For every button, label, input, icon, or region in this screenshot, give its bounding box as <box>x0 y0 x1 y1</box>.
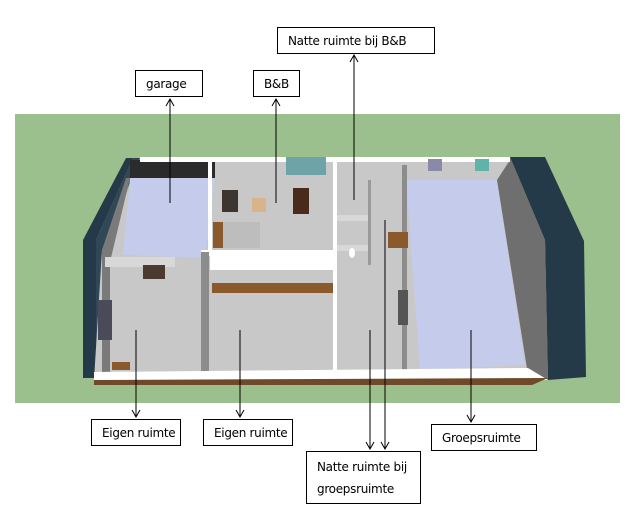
right-exterior-wall <box>510 157 586 380</box>
garage-floor <box>123 178 215 258</box>
groepsruimte-floor <box>406 180 525 370</box>
arrows <box>131 53 476 451</box>
left-exterior-wall <box>83 158 133 378</box>
label-groepsruimte: Groepsruimte <box>431 424 537 451</box>
label-eigen-ruimte-2: Eigen ruimte <box>203 419 293 446</box>
label-garage: garage <box>135 70 203 97</box>
label-natte-ruimte-groep-line2: groepsruimte <box>317 481 394 496</box>
label-natte-ruimte-groep: Natte ruimte bij groepsruimte <box>306 451 421 504</box>
label-bnb: B&B <box>253 70 300 97</box>
label-natte-ruimte-groep-line1: Natte ruimte bij <box>317 459 407 474</box>
label-eigen-ruimte-1: Eigen ruimte <box>91 419 181 446</box>
label-natte-ruimte-bnb: Natte ruimte bij B&B <box>277 27 435 54</box>
